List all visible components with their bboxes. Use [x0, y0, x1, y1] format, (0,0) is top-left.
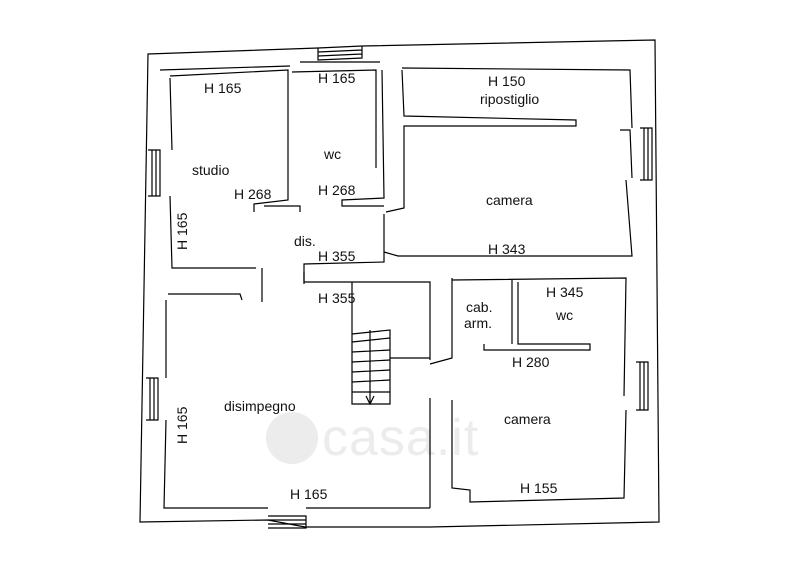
window-right-upper [640, 127, 653, 181]
studio-height-top: H 165 [204, 80, 242, 96]
camera-top-height: H 343 [488, 241, 526, 257]
stairs-treads [351, 330, 391, 404]
disimpegno-height-bottom: H 165 [290, 486, 328, 502]
wc-bottom-height-bottom: H 280 [512, 354, 550, 370]
outer-wall-outline [139, 39, 660, 528]
wc-bottom-height-top: H 345 [546, 284, 584, 300]
wc-bottom-label: wc [556, 307, 574, 323]
wc-top-height-bottom: H 268 [318, 182, 356, 198]
outer-wall-inner [159, 61, 633, 257]
studio-walls [169, 69, 301, 212]
dis-height-upper: H 355 [318, 248, 356, 264]
window-top [317, 46, 363, 61]
window-left-upper [148, 149, 161, 197]
disimpegno-label: disimpegno [224, 398, 296, 414]
house-logo-icon [266, 412, 318, 464]
ripostiglio-walls [385, 69, 577, 213]
ripostiglio-label: ripostiglio [480, 91, 540, 107]
studio-label: studio [192, 162, 230, 178]
stairs-arrow [365, 395, 375, 406]
wc-top-walls [291, 69, 385, 207]
window-bottom [268, 515, 307, 529]
wc-top-height-top: H 165 [318, 70, 356, 86]
cab-arm-walls [483, 280, 591, 351]
dis-label: dis. [294, 233, 316, 249]
camera-bottom-label: camera [504, 411, 551, 427]
cab-arm-label-line2: arm. [464, 315, 492, 331]
studio-height-bottom: H 268 [234, 186, 272, 202]
studio-height-side: H 165 [174, 212, 190, 250]
camera-bottom-walls [429, 277, 627, 503]
dis-height-lower: H 355 [318, 290, 356, 306]
disimpegno-height-side: H 165 [174, 406, 190, 444]
window-right-lower [636, 361, 649, 411]
wc-top-label: wc [324, 146, 342, 162]
stairs-outline [351, 282, 391, 405]
corridor-walls [303, 272, 431, 360]
camera-bottom-height: H 155 [520, 480, 558, 496]
camera-top-label: camera [486, 192, 533, 208]
window-left-lower [146, 377, 159, 421]
ripostiglio-height: H 150 [488, 73, 526, 89]
cab-arm-label-line1: cab. [466, 299, 493, 315]
left-wall-inner [163, 77, 430, 509]
